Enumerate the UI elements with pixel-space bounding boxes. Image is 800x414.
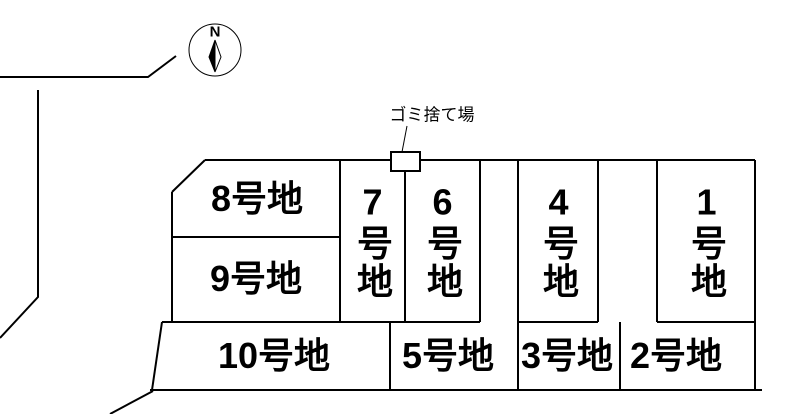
compass-needle-light [214, 39, 222, 73]
road-lines [0, 55, 762, 414]
bottom-row-left-boundary [151, 321, 163, 391]
lot-1-label: 1号地 [686, 181, 727, 301]
left-road-edge [0, 90, 39, 339]
lot-10-label: 10号地 [217, 335, 331, 376]
lot-5-label: 5号地 [401, 335, 495, 376]
bottom-left-road-edge [109, 390, 154, 414]
lot-6-label: 6号地 [422, 181, 463, 301]
lot-7-label: 7号地 [352, 181, 393, 301]
compass-north-label: N [209, 23, 221, 41]
garbage-station-label: ゴミ捨て場 [389, 105, 475, 125]
compass-icon [188, 23, 242, 77]
garbage-station-box [390, 151, 421, 172]
lot-4-label: 4号地 [538, 181, 579, 301]
lot-corner-chamfer [171, 159, 206, 193]
top-road-edge [0, 55, 177, 78]
lot-boundaries [151, 159, 756, 391]
lot-3-label: 3号地 [520, 335, 614, 376]
lot-2-label: 2号地 [629, 335, 723, 376]
lot-8-label: 8号地 [210, 178, 304, 219]
compass-needle-dark [208, 39, 216, 73]
compass-circle [188, 23, 242, 77]
leader-line [401, 125, 408, 153]
lot-9-label: 9号地 [209, 258, 303, 299]
